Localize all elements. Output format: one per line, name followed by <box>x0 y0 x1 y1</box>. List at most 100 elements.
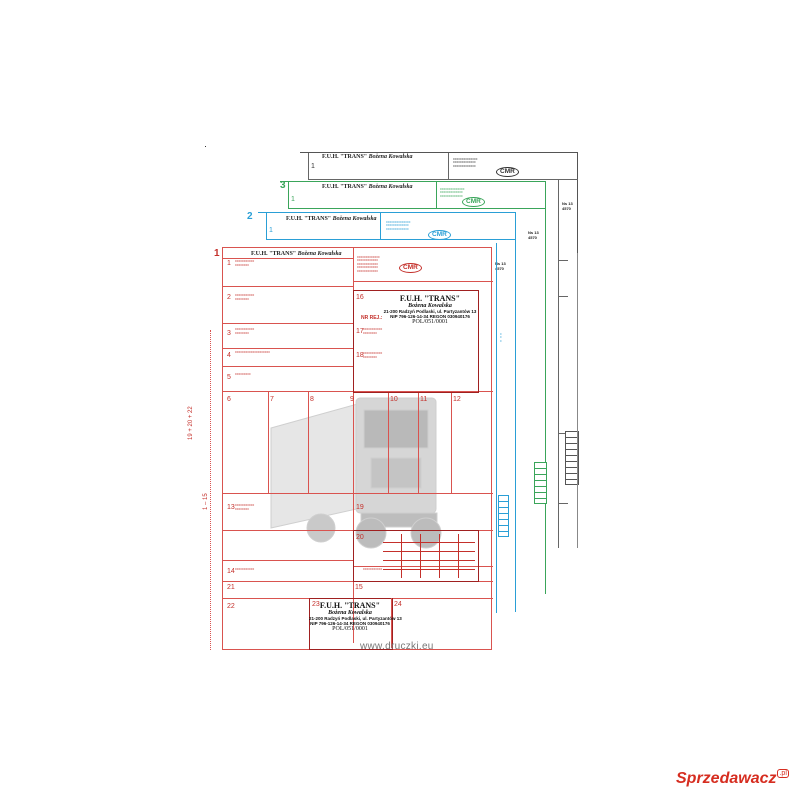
stamp2-line-1: F.U.H. "TRANS" <box>319 601 381 610</box>
stamp2-line-4: NIP 796-126-14-34 REGON 030940176 <box>310 621 390 626</box>
field-23-box <box>309 598 393 650</box>
copy1-number: 1 <box>214 248 220 259</box>
field-number-23: 23 <box>312 601 320 608</box>
copy4-divider <box>448 153 449 179</box>
copy2-divider <box>380 213 381 239</box>
field-number-10: 10 <box>390 396 398 403</box>
side-label-range-a: 1 – 15 <box>203 493 209 510</box>
copy3-title-text: ≡≡≡≡≡≡≡≡≡≡≡≡≡≡≡≡≡≡≡≡≡≡≡≡≡≡≡≡≡≡≡≡≡≡≡≡≡≡≡≡ <box>440 187 465 198</box>
copy1-row-line <box>223 323 353 324</box>
field-desc: ≡≡≡≡≡≡≡≡≡≡≡ <box>235 568 255 571</box>
copy3-divider <box>436 182 437 208</box>
copy2-side-tab: Ns 13 4570 <box>495 261 506 271</box>
copy1-row-line <box>223 286 353 287</box>
copy2-title-text: ≡≡≡≡≡≡≡≡≡≡≡≡≡≡≡≡≡≡≡≡≡≡≡≡≡≡≡≡≡≡≡≡≡≡≡≡≡≡≡≡ <box>386 220 411 231</box>
copy4-strip-mark <box>558 433 568 434</box>
field-number-9: 9 <box>350 396 354 403</box>
copy1-row-line <box>223 530 353 531</box>
copy4-header: F.U.H. "TRANS" Bożena Kowalska <box>322 154 413 160</box>
copy4-field-1: 1 <box>311 163 315 170</box>
copy4-edge <box>577 253 578 548</box>
field-number-6: 6 <box>227 396 231 403</box>
brand-tld: .pl <box>777 769 789 778</box>
copy1-col-line <box>308 391 309 493</box>
copy4-right-line <box>558 179 559 548</box>
copy1-col-line <box>391 598 392 648</box>
copy2-sender-box <box>266 213 381 239</box>
speck <box>205 146 206 147</box>
stamp-line-4: NIP 796-126-14-34 REGON 030940176 <box>390 314 470 319</box>
field-number-11: 11 <box>420 396 428 403</box>
copy1-row-line <box>353 281 493 282</box>
field-desc: ≡≡≡≡≡≡≡≡≡ <box>235 373 251 376</box>
payment-box <box>353 530 479 582</box>
stamp2-line-3: 21-200 Radzyń Podlaski, ul. Partyzantów … <box>309 616 402 621</box>
copy3-side-tab: Ns 13 4570 <box>528 230 539 240</box>
field-number-1: 1 <box>227 260 231 267</box>
truck-image <box>270 397 442 549</box>
copy3-grid <box>534 462 547 504</box>
side-label-range-b: 19 + 20 + 22 <box>188 406 194 440</box>
field-number-8: 8 <box>310 396 314 403</box>
copy1-row-line <box>223 493 493 494</box>
carrier-box <box>353 290 479 393</box>
field-desc: ≡≡≡≡≡≡≡≡≡≡≡≡≡≡≡≡≡≡≡ <box>235 260 255 267</box>
copy4-cmr-badge: CMR <box>496 167 519 177</box>
copy4-sender-box <box>308 153 449 179</box>
copy2-strip <box>496 243 497 613</box>
payment-grid <box>383 534 475 578</box>
side-dotted-line <box>210 330 212 650</box>
field-number-4: 4 <box>227 352 231 359</box>
stamp2-line-5: POL/051/0001 <box>332 626 368 632</box>
copy1-mid-divider <box>353 248 354 643</box>
copy2-strip-text: ≡≡≡ <box>500 332 502 343</box>
copy3-header: F.U.H. "TRANS" Bożena Kowalska <box>322 184 413 190</box>
field-number-19: 19 <box>356 504 364 511</box>
copy3-field-1: 1 <box>291 196 295 203</box>
field-number-16: 16 <box>356 294 364 301</box>
copy1-cmr-badge: CMR <box>399 263 422 273</box>
nr-rej-label: NR REJ.: <box>361 315 383 321</box>
copy4-side-tab: Ns 13 4570 <box>562 201 573 211</box>
stamp-line-3: 21-200 Radzyń Podlaski, ul. Partyzantów … <box>383 309 477 314</box>
copy1-col-line <box>418 391 419 493</box>
copy1-row-line <box>223 366 353 367</box>
field-desc: ≡≡≡≡≡≡≡≡≡≡≡≡≡≡≡≡≡≡≡ <box>235 504 255 511</box>
copy4-title-text: ≡≡≡≡≡≡≡≡≡≡≡≡≡≡≡≡≡≡≡≡≡≡≡≡≡≡≡≡≡≡≡≡≡≡≡≡≡≡≡≡ <box>453 157 478 168</box>
field-number-18: 18 <box>356 352 364 359</box>
field-number-22: 22 <box>227 603 235 610</box>
field-number-5: 5 <box>227 374 231 381</box>
watermark: www.druczki.eu <box>360 641 434 652</box>
stamp-line-5: POL/051/0001 <box>412 319 448 325</box>
field-desc: ≡≡≡≡≡≡≡≡≡≡≡ <box>363 568 383 571</box>
cmr-copy-1: 1 F.U.H. "TRANS" Bożena Kowalska CMR ≡≡≡… <box>214 247 493 650</box>
copy4-strip-mark <box>558 260 568 261</box>
copy3-number: 3 <box>280 180 286 191</box>
field-number-3: 3 <box>227 330 231 337</box>
field-number-20: 20 <box>356 534 364 541</box>
field-desc: ≡≡≡≡≡≡≡≡≡≡≡≡≡≡≡≡≡≡≡ <box>363 352 383 359</box>
field-number-12: 12 <box>453 396 461 403</box>
stamp-line-1: F.U.H. "TRANS" <box>399 294 461 303</box>
field-desc: ≡≡≡≡≡≡≡≡≡≡≡≡≡≡≡≡≡≡≡ <box>235 328 255 335</box>
field-number-13: 13 <box>227 504 235 511</box>
copy3-dotted <box>545 282 547 462</box>
copy3-cmr-badge: CMR <box>462 197 485 207</box>
field-number-15: 15 <box>355 584 363 591</box>
copy1-col-line <box>268 391 269 493</box>
field-desc: ≡≡≡≡≡≡≡≡≡≡≡≡≡≡≡≡≡≡≡≡ <box>235 351 271 354</box>
stamp2-line-2: Bożena Kowalska <box>328 610 372 616</box>
copy1-header-line <box>223 258 353 259</box>
copy2-number: 2 <box>247 211 253 222</box>
copy4-grid <box>565 431 579 485</box>
field-number-2: 2 <box>227 294 231 301</box>
copy1-row-line <box>223 560 353 561</box>
copy3-sender-box <box>288 182 437 208</box>
signature-stamp: F.U.H. "TRANS" Bożena Kowalska 21-200 Ra… <box>309 601 402 632</box>
field-number-14: 14 <box>227 568 235 575</box>
copy2-header: F.U.H. "TRANS" Bożena Kowalska <box>286 216 377 222</box>
field-desc: ≡≡≡≡≡≡≡≡≡≡≡≡≡≡≡≡≡≡≡ <box>235 294 255 301</box>
copy2-grid <box>498 495 509 537</box>
copy1-row-line <box>223 391 493 392</box>
copy1-col-line <box>451 391 452 493</box>
